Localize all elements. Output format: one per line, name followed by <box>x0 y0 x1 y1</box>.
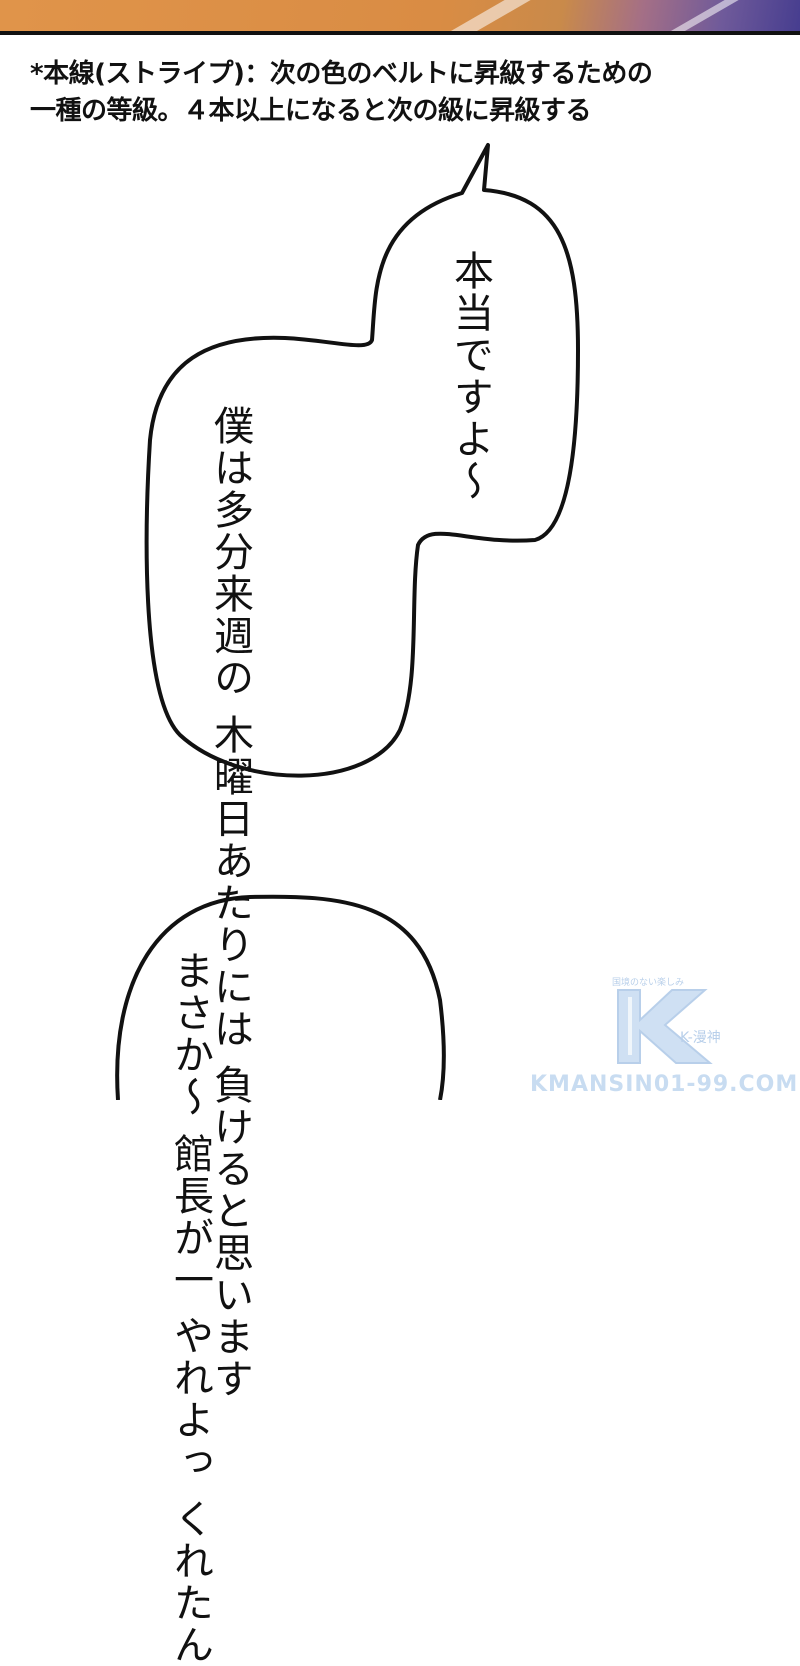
footnote-line-2: 一種の等級。４本以上になると次の級に昇級する <box>30 96 592 126</box>
bubble-1-text: 本当ですよ〜 <box>447 250 493 502</box>
bubble-2-column: 僕は多分来週の <box>207 405 253 699</box>
bubble-3-column: やれよっ <box>167 1315 213 1484</box>
panel-border <box>0 31 800 35</box>
bubble-1-column: 本当ですよ〜 <box>447 250 493 502</box>
site-watermark: 国境のない楽しみ K-漫神 KMANSIN01-99.COM <box>530 975 800 1100</box>
footnote-line-1: *本線(ストライプ)：次の色のベルトに昇級するための <box>30 59 653 89</box>
bubble-3-column: くれたん <box>167 1498 213 1666</box>
bubble-3-text: まさか〜 館長が一 やれよっ くれたん <box>167 950 213 1666</box>
watermark-tagline: 国境のない楽しみ <box>612 978 685 988</box>
speech-bubble-combined <box>144 143 580 778</box>
bubble-3-column: 館長が一 <box>167 1132 213 1301</box>
k-logo-icon <box>617 989 713 1064</box>
bubble-2-column: 負けると思います <box>207 1064 253 1401</box>
bubble-3-column: まさか〜 <box>167 950 213 1118</box>
watermark-brand: K-漫神 <box>680 1030 721 1046</box>
watermark-url: KMANSIN01-99.COM <box>530 1072 799 1097</box>
footnote-text: *本線(ストライプ)：次の色のベルトに昇級するための 一種の等級。４本以上になる… <box>30 56 770 130</box>
speech-bubbles-layer <box>115 143 580 1100</box>
speech-bubble-bottom <box>115 894 446 1100</box>
bubble-2-text: 僕は多分来週の 木曜日あたりには 負けると思います <box>207 405 253 1401</box>
top-panel-strip <box>0 0 800 34</box>
bubble-2-column: 木曜日あたりには <box>207 713 253 1050</box>
